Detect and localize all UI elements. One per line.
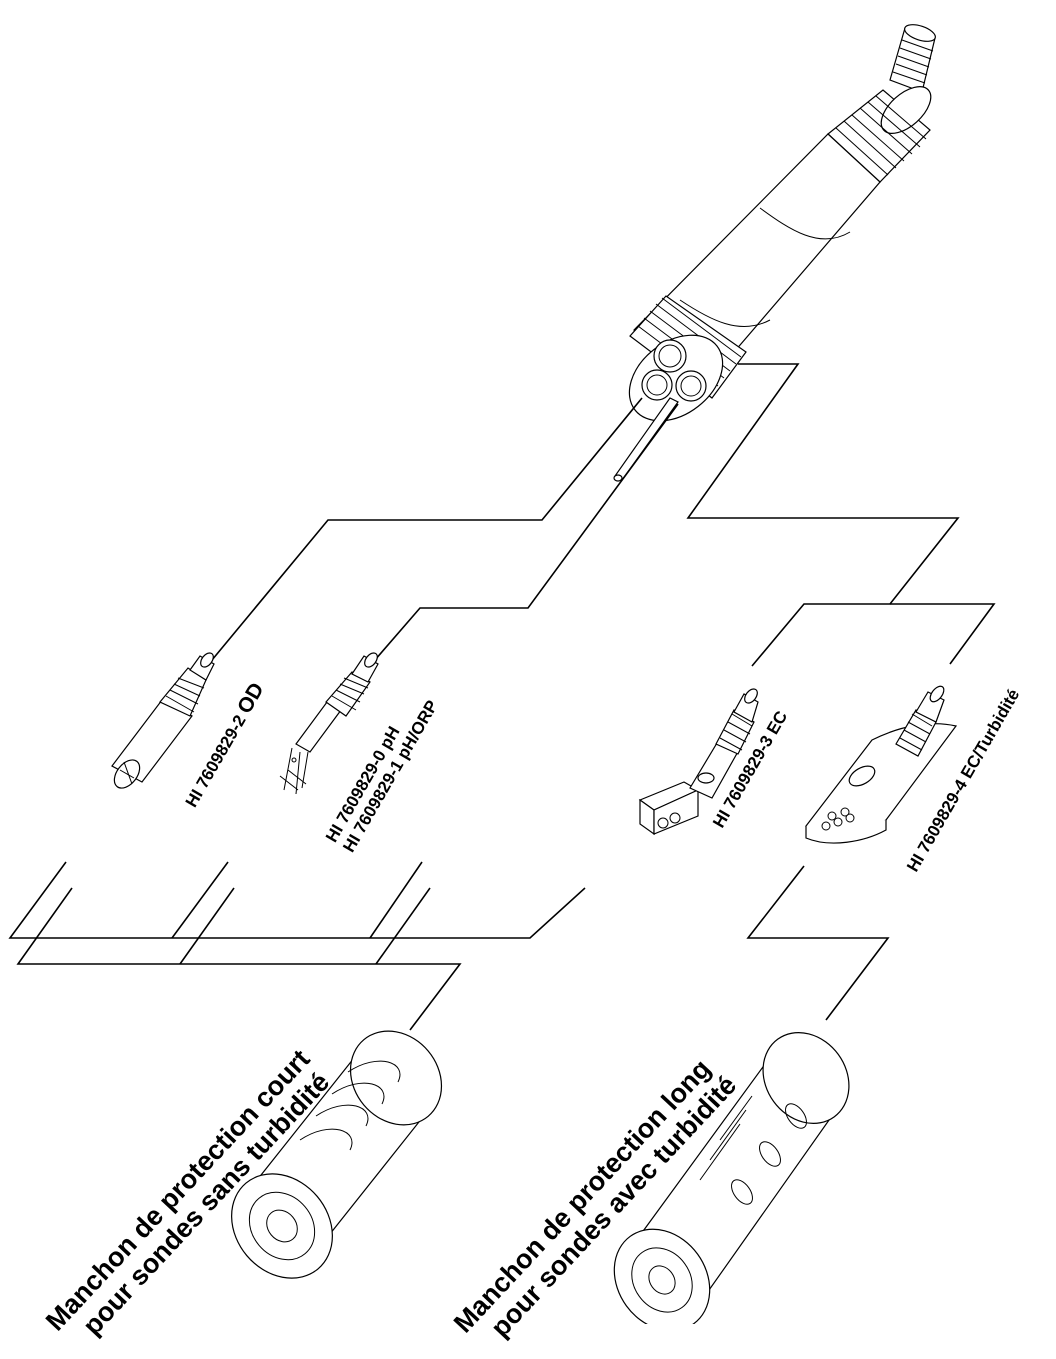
diagram-canvas: HI 7609829-2 OD HI 7609829-0 pH HI 76098…	[8, 24, 1023, 1343]
main-probe	[613, 24, 936, 482]
leader-lines	[8, 363, 996, 1031]
probe-od	[111, 652, 215, 789]
probe-sensor-face	[628, 334, 724, 422]
sleeve-short	[231, 1030, 443, 1279]
probe-turbidity	[805, 685, 958, 844]
leader-od	[211, 397, 643, 661]
leader-ph	[367, 403, 679, 669]
sleeve-leader-long	[746, 865, 890, 1021]
sleeve-long	[613, 1032, 850, 1324]
sleeve-leader-short-2	[16, 887, 462, 1031]
sleeve-leader-short	[8, 861, 586, 939]
probe-ec	[638, 688, 759, 836]
probe-cable-tail	[889, 24, 936, 93]
probe-cap	[827, 86, 932, 183]
leader-turbidity	[890, 603, 996, 665]
probe-ph	[279, 652, 379, 795]
diagram-drawing	[8, 24, 996, 1324]
leader-ec	[686, 363, 960, 667]
